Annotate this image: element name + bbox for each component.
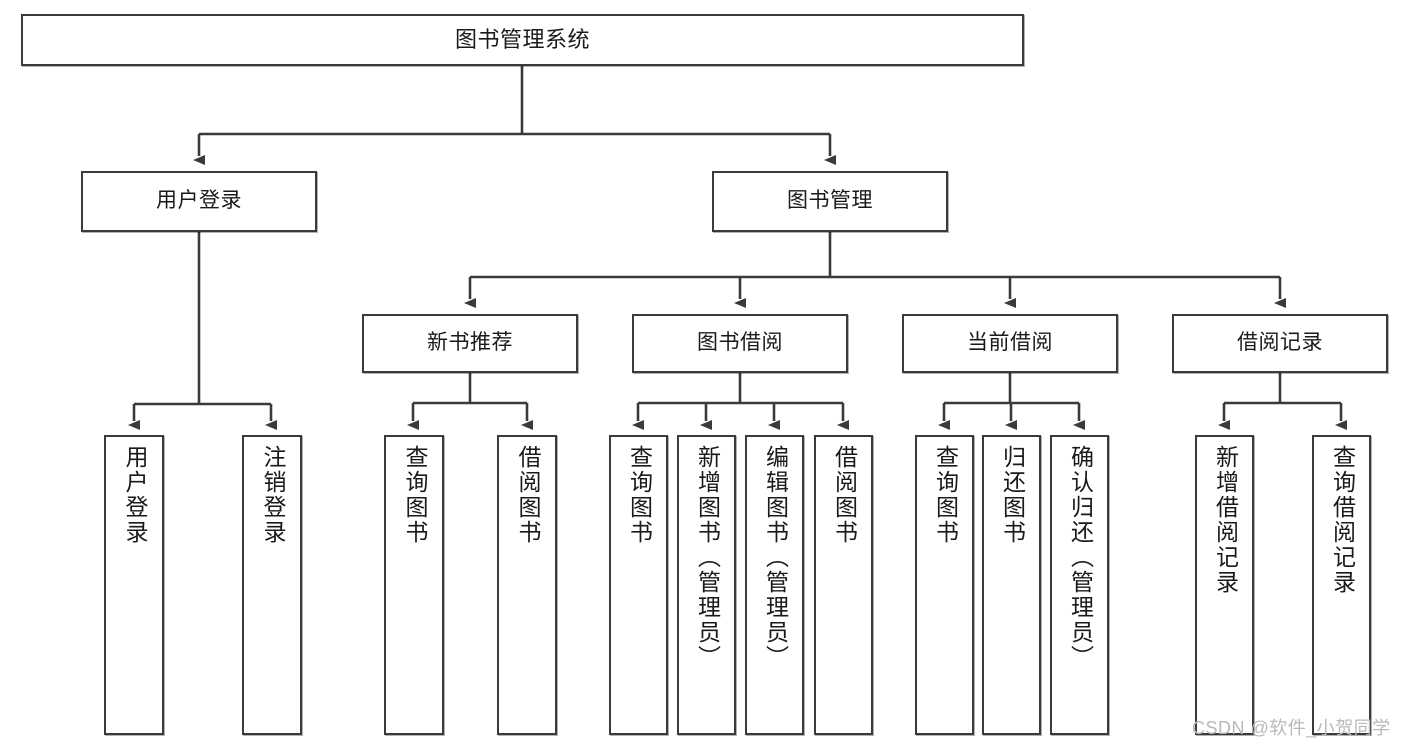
node-root-system[interactable]: 图书管理系统 xyxy=(21,14,1024,66)
node-book-management[interactable]: 图书管理 xyxy=(712,171,948,232)
node-label: 新书推荐 xyxy=(427,331,513,355)
leaf-user-login-signout[interactable]: 注销登录 xyxy=(242,435,302,735)
csdn-watermark: CSDN @软件_小贺同学 xyxy=(1192,718,1391,738)
leaf-borrow-query-book[interactable]: 查询图书 xyxy=(609,435,668,735)
node-label: 查询借阅记录 xyxy=(1329,445,1356,595)
node-label: 图书借阅 xyxy=(697,331,783,355)
leaf-borrow-borrow-book[interactable]: 借阅图书 xyxy=(814,435,873,735)
node-label: 确认归还（管理员） xyxy=(1067,445,1094,670)
node-label: 图书管理系统 xyxy=(454,27,590,53)
node-label: 查询图书 xyxy=(626,445,653,545)
leaf-current-confirm-return-admin[interactable]: 确认归还（管理员） xyxy=(1050,435,1109,735)
leaf-user-login-signin[interactable]: 用户登录 xyxy=(104,435,164,735)
leaf-borrow-add-book-admin[interactable]: 新增图书（管理员） xyxy=(677,435,736,735)
node-label: 当前借阅 xyxy=(967,331,1053,355)
node-book-borrow[interactable]: 图书借阅 xyxy=(632,314,848,373)
leaf-new-book-borrow[interactable]: 借阅图书 xyxy=(497,435,557,735)
node-label: 查询图书 xyxy=(932,445,959,545)
node-label: 用户登录 xyxy=(121,445,148,545)
leaf-current-return-book[interactable]: 归还图书 xyxy=(982,435,1041,735)
leaf-record-query[interactable]: 查询借阅记录 xyxy=(1312,435,1371,735)
leaf-record-add[interactable]: 新增借阅记录 xyxy=(1195,435,1254,735)
node-label: 新增借阅记录 xyxy=(1212,445,1239,595)
leaf-current-query-book[interactable]: 查询图书 xyxy=(915,435,974,735)
node-label: 借阅图书 xyxy=(831,445,858,545)
node-borrow-record[interactable]: 借阅记录 xyxy=(1172,314,1388,373)
leaf-new-book-query[interactable]: 查询图书 xyxy=(384,435,444,735)
node-new-book-recommend[interactable]: 新书推荐 xyxy=(362,314,578,373)
node-user-login[interactable]: 用户登录 xyxy=(81,171,317,232)
node-label: 借阅图书 xyxy=(514,445,541,545)
node-label: 用户登录 xyxy=(156,189,242,213)
node-label: 图书管理 xyxy=(787,189,873,213)
node-label: 查询图书 xyxy=(401,445,428,545)
node-label: 编辑图书（管理员） xyxy=(762,445,789,670)
node-label: 归还图书 xyxy=(999,445,1026,545)
leaf-borrow-edit-book-admin[interactable]: 编辑图书（管理员） xyxy=(745,435,804,735)
node-label: 借阅记录 xyxy=(1237,331,1323,355)
node-label: 注销登录 xyxy=(259,445,286,545)
node-label: 新增图书（管理员） xyxy=(694,445,721,670)
node-current-borrow[interactable]: 当前借阅 xyxy=(902,314,1118,373)
